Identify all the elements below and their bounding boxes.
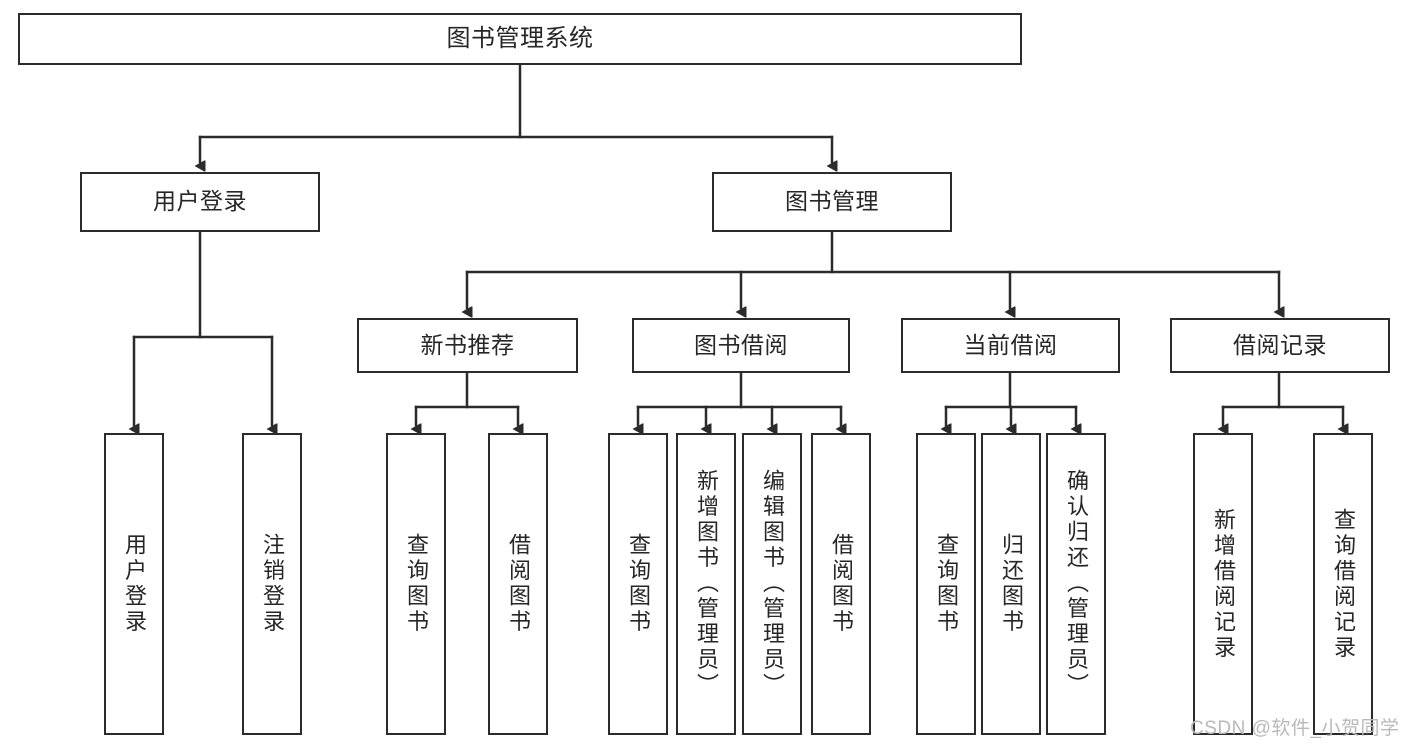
node-label: 新增图书（管理员）	[694, 469, 719, 699]
node-label: 新增借阅记录	[1211, 507, 1236, 661]
node-label: 归还图书	[999, 533, 1024, 635]
leaf-query-book-borrow[interactable]: 查询图书	[608, 433, 668, 735]
leaf-query-book-recommend[interactable]: 查询图书	[386, 433, 446, 735]
node-book-borrow[interactable]: 图书借阅	[632, 318, 850, 373]
node-label: 借阅图书	[506, 533, 531, 635]
node-user-login[interactable]: 用户登录	[80, 172, 320, 232]
node-label: 查询图书	[626, 533, 651, 635]
node-label: 查询图书	[934, 533, 959, 635]
node-label: 借阅记录	[1233, 331, 1327, 358]
node-label: 查询借阅记录	[1331, 507, 1356, 661]
node-label: 查询图书	[404, 533, 429, 635]
node-label: 新书推荐	[420, 331, 515, 358]
node-new-book-recommend[interactable]: 新书推荐	[357, 318, 578, 373]
node-label: 用户登录	[122, 533, 147, 635]
node-label: 注销登录	[260, 533, 285, 635]
leaf-borrow-book[interactable]: 借阅图书	[811, 433, 871, 735]
node-label: 编辑图书（管理员）	[760, 469, 785, 699]
leaf-query-borrow-record[interactable]: 查询借阅记录	[1313, 433, 1373, 735]
node-root-system[interactable]: 图书管理系统	[18, 13, 1022, 65]
node-current-borrow[interactable]: 当前借阅	[901, 318, 1120, 373]
leaf-add-borrow-record[interactable]: 新增借阅记录	[1193, 433, 1253, 735]
leaf-borrow-book-recommend[interactable]: 借阅图书	[488, 433, 548, 735]
node-label: 借阅图书	[829, 533, 854, 635]
leaf-add-book[interactable]: 新增图书（管理员）	[676, 433, 736, 735]
node-label: 图书借阅	[694, 331, 788, 358]
leaf-confirm-return[interactable]: 确认归还（管理员）	[1046, 433, 1106, 735]
leaf-query-book-current[interactable]: 查询图书	[916, 433, 976, 735]
leaf-user-logout[interactable]: 注销登录	[242, 433, 302, 735]
node-label: 当前借阅	[963, 331, 1058, 358]
leaf-user-login[interactable]: 用户登录	[104, 433, 164, 735]
node-label: 用户登录	[153, 188, 247, 215]
leaf-return-book[interactable]: 归还图书	[981, 433, 1041, 735]
leaf-edit-book[interactable]: 编辑图书（管理员）	[742, 433, 802, 735]
node-label: 图书管理系统	[446, 24, 594, 52]
node-book-manage[interactable]: 图书管理	[712, 172, 952, 232]
node-borrow-record[interactable]: 借阅记录	[1170, 318, 1390, 373]
node-label: 确认归还（管理员）	[1064, 469, 1089, 699]
node-label: 图书管理	[785, 188, 879, 215]
